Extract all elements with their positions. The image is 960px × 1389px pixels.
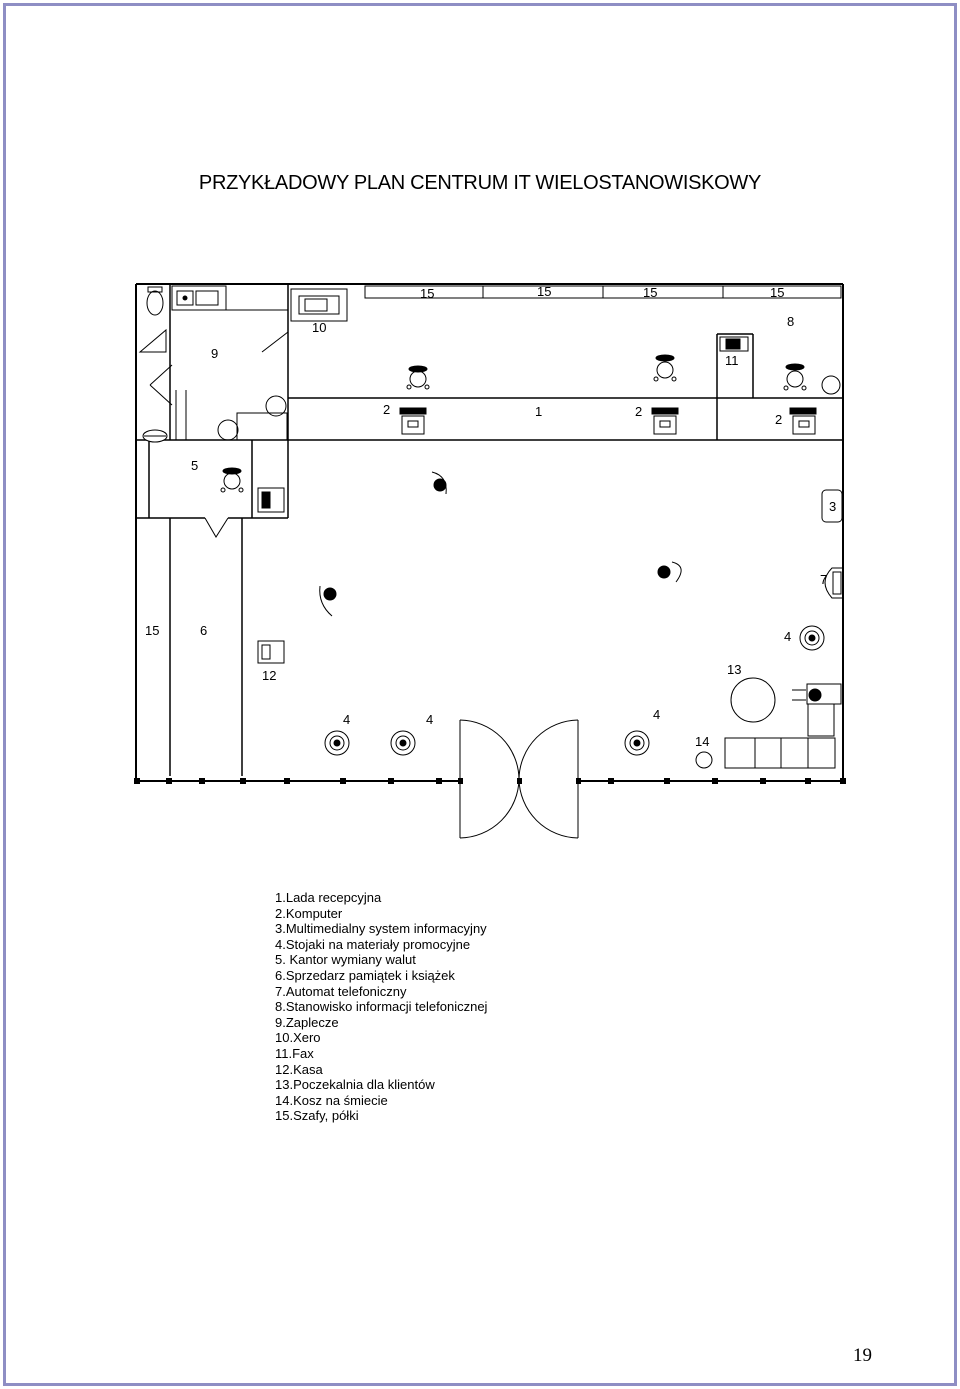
waiting-table-icon [730, 677, 776, 723]
label-computer: 2 [635, 404, 642, 419]
legend-item: 6.Sprzedarz pamiątek i książek [275, 967, 455, 983]
interior-walls [136, 284, 843, 776]
cash-register-icon [257, 487, 285, 513]
office-chair-icon [653, 354, 677, 382]
outer-walls [135, 283, 844, 782]
label-xero: 10 [312, 320, 326, 335]
xero-machine-icon [290, 288, 348, 322]
label-stand: 4 [653, 707, 660, 722]
label-computer: 2 [775, 412, 782, 427]
label-waiting: 13 [727, 662, 741, 677]
legend-item: 2.Komputer [275, 905, 343, 921]
office-chair-icon [783, 363, 807, 391]
promo-stand-icon [390, 730, 416, 756]
promo-stand-icon [624, 730, 650, 756]
legend-item: 10.Xero [275, 1030, 321, 1046]
legend-list: 1.Lada recepcyjna 2.Komputer 3.Multimedi… [275, 890, 487, 1124]
legend-item: 12.Kasa [275, 1061, 323, 1077]
label-shelf: 15 [420, 286, 434, 301]
label-shelf: 15 [145, 623, 159, 638]
legend-item: 7.Automat telefoniczny [275, 983, 407, 999]
legend-item: 14.Kosz na śmiecie [275, 1092, 388, 1108]
label-reception: 1 [535, 404, 542, 419]
computer-icon [651, 407, 679, 435]
legend-item: 13.Poczekalnia dla klientów [275, 1077, 435, 1093]
label-fax: 11 [725, 353, 739, 368]
trash-bin-icon [821, 375, 841, 395]
legend-item: 9.Zaplecze [275, 1014, 339, 1030]
label-phone: 7 [820, 572, 827, 587]
label-stand: 4 [426, 712, 433, 727]
page-number: 19 [853, 1345, 872, 1366]
legend-item: 15.Szafy, półki [275, 1108, 359, 1124]
label-bin: 14 [695, 734, 709, 749]
legend-item: 1.Lada recepcyjna [275, 890, 382, 905]
label-infosystem: 3 [829, 499, 836, 514]
person-icon [319, 585, 337, 617]
page-title: PRZYKŁADOWY PLAN CENTRUM IT WIELOSTANOWI… [198, 172, 762, 194]
sofa-icon [724, 683, 842, 769]
legend-item: 11.Fax [275, 1045, 314, 1061]
office-chair-icon [406, 365, 430, 390]
legend-item: 3.Multimedialny system informacyjny [275, 921, 487, 937]
label-cashdesk: 12 [262, 668, 276, 683]
label-phone-info: 8 [787, 314, 794, 329]
label-shelf: 15 [770, 285, 784, 300]
trash-bin-icon [695, 751, 713, 769]
legend-item: 8.Stanowisko informacji telefonicznej [275, 999, 488, 1015]
cash-desk-icon [257, 640, 285, 664]
person-icon [792, 688, 822, 702]
label-seller: 6 [200, 623, 207, 638]
info-kiosk-icon [821, 489, 843, 523]
exchange-door [204, 517, 229, 538]
person-icon [431, 471, 447, 495]
legend-item: 4.Stojaki na materiały promocyjne [275, 936, 471, 952]
label-backroom: 9 [211, 346, 218, 361]
fax-icon [719, 336, 749, 352]
promo-stand-icon [799, 625, 825, 651]
computer-icon [399, 407, 427, 435]
label-computer: 2 [383, 402, 390, 417]
office-chair-icon [220, 467, 244, 493]
entrance-doors [459, 719, 579, 839]
label-shelf: 15 [537, 284, 551, 299]
label-stand: 4 [343, 712, 350, 727]
label-shelf: 15 [643, 285, 657, 300]
backroom-fixtures [138, 285, 289, 443]
person-icon [657, 561, 682, 583]
phone-booth-icon [824, 567, 842, 599]
phone-icon [832, 571, 842, 595]
page-frame [3, 3, 957, 1386]
promo-stand-icon [324, 730, 350, 756]
computer-icon [789, 407, 817, 435]
top-shelves [364, 285, 842, 299]
label-stand: 4 [784, 629, 791, 644]
label-exchange: 5 [191, 458, 198, 473]
legend-item: 5. Kantor wymiany walut [275, 952, 416, 968]
